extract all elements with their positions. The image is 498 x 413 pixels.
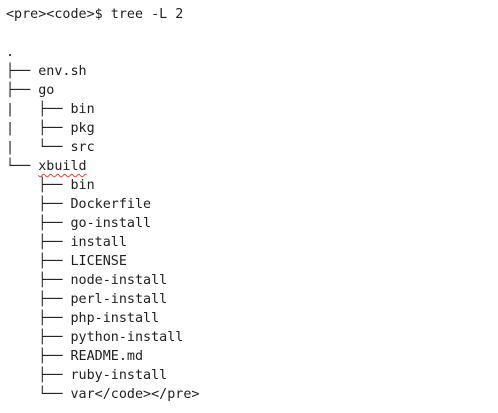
tree-branch-prefix: ├──	[6, 197, 71, 212]
tree-branch-prefix: ├──	[6, 216, 71, 231]
tree-branch-prefix: ├──	[6, 368, 71, 383]
tree-line: ├── README.md	[6, 347, 143, 366]
tree-entry-name: Dockerfile	[70, 197, 152, 212]
tree-entry-name: README.md	[70, 349, 144, 364]
tree-line: ├── install	[6, 233, 127, 252]
tree-line: ├── env.sh	[6, 62, 87, 81]
tree-entry-name: bin	[70, 178, 95, 193]
tree-line: .	[6, 43, 14, 62]
tree-entry-name: perl-install	[70, 292, 168, 307]
tree-branch-prefix: ├──	[6, 292, 71, 307]
tree-line: ├── bin	[6, 176, 95, 195]
tree-line: | └── src	[6, 138, 95, 157]
tree-line: ├── go	[6, 81, 54, 100]
tree-entry-name: pkg	[70, 121, 95, 136]
tree-line: | ├── pkg	[6, 119, 95, 138]
tree-entry-name: go-install	[70, 216, 152, 231]
tree-branch-prefix: ├──	[6, 349, 71, 364]
tree-branch-prefix: └──	[6, 387, 71, 402]
command-line: <pre><code>$ tree -L 2	[6, 7, 184, 22]
code-block: <pre><code>$ tree -L 2 .├── env.sh├── go…	[6, 0, 496, 413]
tree-entry-name: src	[70, 140, 95, 155]
tree-line: ├── node-install	[6, 271, 167, 290]
tree-branch-prefix: | └──	[6, 140, 71, 155]
tree-entry-name: env.sh	[38, 64, 87, 79]
tree-entry-name: bin	[70, 102, 95, 117]
tree-line: ├── LICENSE	[6, 252, 127, 271]
tree-line: ├── go-install	[6, 214, 151, 233]
tree-line: └── var</code></pre>	[6, 385, 200, 404]
tree-line: ├── python-install	[6, 328, 183, 347]
tree-branch-prefix: ├──	[6, 311, 71, 326]
tree-branch-prefix: | ├──	[6, 102, 71, 117]
tree-line: | ├── bin	[6, 100, 95, 119]
tree-line: ├── ruby-install	[6, 366, 167, 385]
tree-entry-name: .	[6, 45, 15, 60]
tree-line: ├── Dockerfile	[6, 195, 151, 214]
tree-branch-prefix: | ├──	[6, 121, 71, 136]
tree-entry-name: ruby-install	[70, 368, 168, 383]
tree-line: ├── php-install	[6, 309, 159, 328]
tree-entry-name: LICENSE	[70, 254, 127, 269]
tree-entry-name: php-install	[70, 311, 160, 326]
tree-branch-prefix: ├──	[6, 178, 71, 193]
tree-branch-prefix: ├──	[6, 330, 71, 345]
tree-branch-prefix: ├──	[6, 254, 71, 269]
tree-branch-prefix: ├──	[6, 64, 39, 79]
tree-entry-name: go	[38, 83, 55, 98]
tree-entry-name: xbuild	[38, 159, 87, 174]
tree-branch-prefix: └──	[6, 159, 39, 174]
tree-entry-name: python-install	[70, 330, 184, 345]
tree-branch-prefix: ├──	[6, 235, 71, 250]
tree-branch-prefix: ├──	[6, 273, 71, 288]
tree-entry-name: var</code></pre>	[70, 387, 200, 402]
tree-line: ├── perl-install	[6, 290, 167, 309]
tree-branch-prefix: ├──	[6, 83, 39, 98]
tree-line: └── xbuild	[6, 157, 87, 176]
tree-entry-name: node-install	[70, 273, 168, 288]
tree-entry-name: install	[70, 235, 127, 250]
